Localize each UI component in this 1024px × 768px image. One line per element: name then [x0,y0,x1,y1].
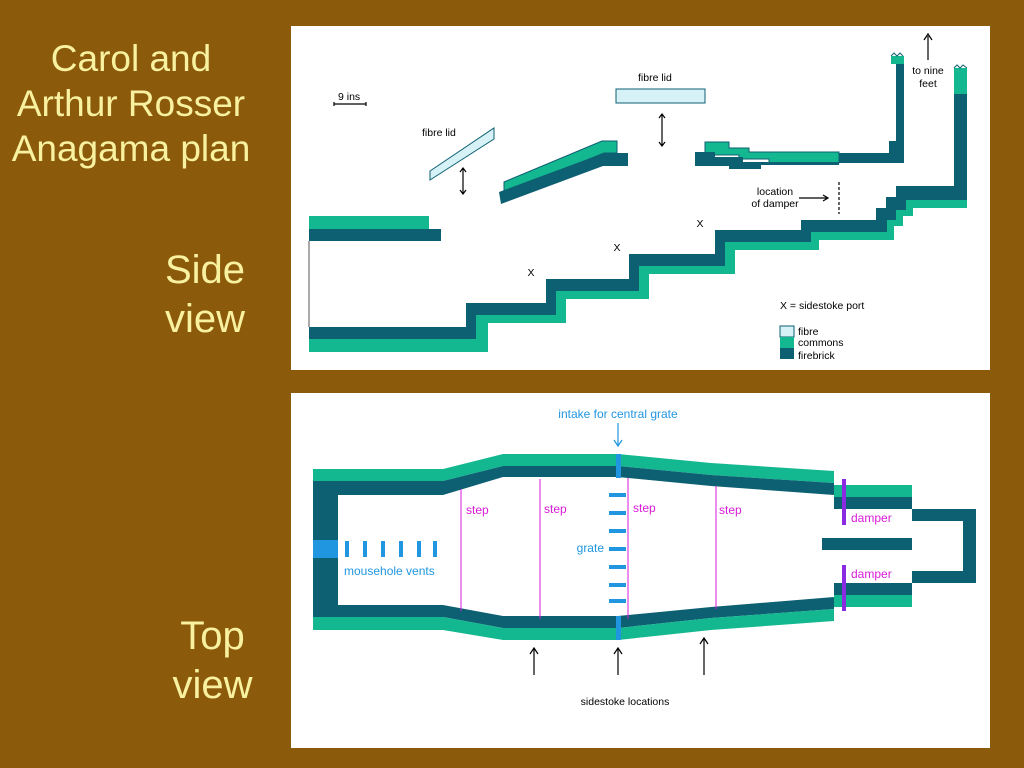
grate-bar-5 [609,565,626,569]
step-label-3: step [633,501,656,515]
slide-title: Carol and Arthur Rosser Anagama plan [6,36,256,171]
side-view-diagram: 9 ins fibre lid fibre lid to nine feet l… [308,32,968,362]
damper-top [842,479,846,525]
roof-firebrick [695,58,904,169]
legend-swatch-fibre [779,325,795,338]
flue-outer [912,509,976,583]
grate-bar-2 [609,511,626,515]
damper-location-arrow [799,194,830,202]
chimney-right-break [953,64,968,69]
mousehole-vent-5 [417,541,421,557]
damper-label-bottom: damper [851,567,892,581]
fibre-lid-left-label: fibre lid [422,127,456,139]
arch-firebrick-slope [499,153,628,204]
title-line-3: Anagama plan [11,128,251,170]
entrance-commons [309,216,429,229]
damper-bottom [842,565,846,611]
scale-label: 9 ins [338,91,360,103]
grate-slot-bottom [616,616,621,640]
chimney-up-arrow [923,32,933,60]
mousehole-vent-1 [345,541,349,557]
sidestoke-legend: X = sidestoke port [780,300,864,312]
chimney-left-break [890,52,904,57]
bottom-wall-commons [313,595,912,640]
floor-firebrick [309,186,967,339]
step-label-4: step [719,503,742,517]
grate-bar-6 [609,583,626,587]
legend-label-commons: commons [798,337,844,349]
front-opening [313,540,338,558]
legend-swatch-firebrick [780,348,794,359]
damper-label-line-2: of damper [751,198,799,210]
top-view-line-2: view [172,662,253,707]
top-view-line-1: Top [180,614,245,658]
grate-bar-4 [609,547,626,551]
side-view-line-2: view [164,296,246,341]
top-view-heading: Top view [150,612,275,710]
sidestoke-arrow-3 [699,636,709,675]
sidestoke-arrow-2 [613,646,623,675]
fibre-lid-top-label: fibre lid [638,72,672,84]
step-label-2: step [544,502,567,516]
chimney-label-line-2: feet [919,78,937,90]
sidestoke-marker-1: X [527,267,534,279]
floor-commons [309,200,967,352]
legend-label-firebrick: firebrick [798,350,836,362]
fibre-lid-left [429,127,495,181]
sidestoke-arrow-1 [529,646,539,675]
bottom-wall-firebrick [313,583,912,628]
mousehole-vent-4 [399,541,403,557]
side-view-panel: 9 ins fibre lid fibre lid to nine feet l… [291,26,990,370]
grate-bar-7 [609,599,626,603]
damper-label-line-1: location [757,186,793,198]
title-line-2: Arthur Rosser [16,83,246,125]
sidestoke-marker-3: X [696,218,703,230]
top-wall-firebrick [313,466,912,509]
scale-bar [333,102,367,106]
title-line-1: Carol and [50,38,212,79]
mousehole-vent-3 [381,541,385,557]
side-view-heading: Side view [140,246,270,344]
intake-arrow [613,423,623,448]
chimney-right-wall [954,94,967,200]
lid-left-arrow [459,167,467,195]
chimney-left-cap [891,56,904,64]
legend-swatch-commons [780,337,794,348]
mousehole-vent-2 [363,541,367,557]
grate-bar-1 [609,493,626,497]
chimney-label-line-1: to nine [912,65,944,77]
top-view-panel: intake for central grate damper damper s… [291,393,990,748]
grate-slot-top [616,454,621,478]
flue-divider [822,538,912,550]
chimney-right-cap [954,68,967,94]
fibre-lid-top [615,88,706,104]
top-view-diagram: intake for central grate damper damper s… [313,407,976,708]
damper-label-top: damper [851,511,892,525]
intake-label: intake for central grate [558,407,678,421]
mousehole-vent-6 [433,541,437,557]
mousehole-label: mousehole vents [344,564,435,578]
grate-bar-3 [609,529,626,533]
sidestoke-locations-label: sidestoke locations [581,696,670,708]
entrance-firebrick [309,229,441,241]
lid-top-arrow [658,113,666,147]
sidestoke-marker-2: X [613,242,620,254]
side-view-line-1: Side [164,248,246,292]
legend-label-fibre: fibre [798,326,819,338]
step-label-1: step [466,503,489,517]
top-wall-commons [313,454,912,497]
grate-label: grate [577,541,605,555]
